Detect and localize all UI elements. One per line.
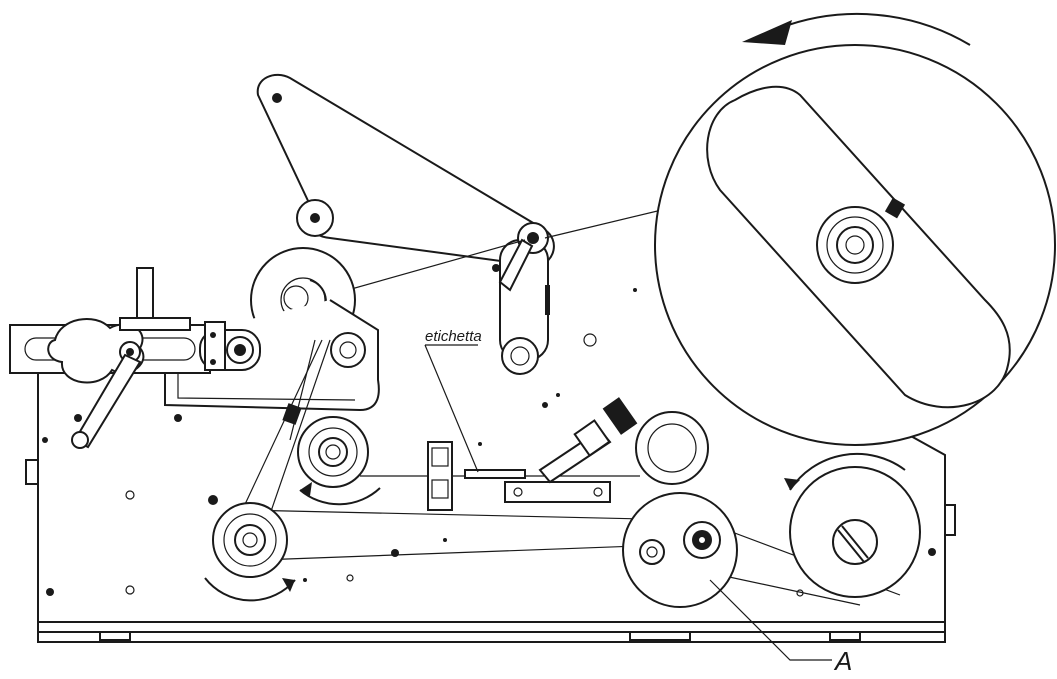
rewind-reel — [784, 452, 936, 598]
diagonal-tension-arms — [239, 339, 331, 521]
clamp-block — [199, 321, 261, 371]
part-a-callout: A — [709, 579, 852, 676]
label-web — [329, 207, 671, 296]
drive-roller-a — [622, 492, 738, 608]
label-sensor — [538, 397, 638, 484]
lower-left-roller — [204, 502, 296, 602]
part-a-label: A — [833, 646, 852, 676]
label-callout: etichetta — [424, 328, 482, 473]
output-roller — [635, 411, 709, 485]
dancer-arm-plate — [256, 73, 555, 268]
supply-reel — [654, 13, 1056, 446]
label-callout-text: etichetta — [425, 328, 482, 345]
mounting-holes — [42, 264, 804, 597]
nip-roller — [297, 416, 381, 506]
small-idler-roller — [330, 332, 366, 368]
pivot-arm — [498, 222, 550, 375]
peel-plate — [360, 441, 640, 511]
